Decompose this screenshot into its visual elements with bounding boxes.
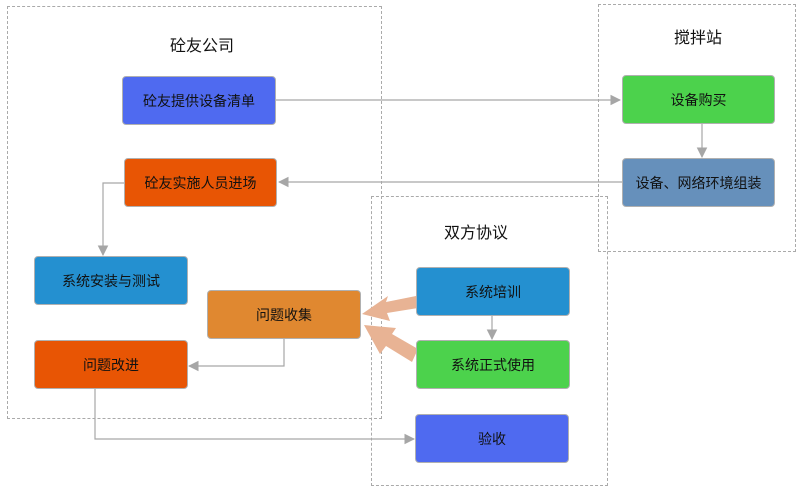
node-label: 设备购买 bbox=[670, 92, 727, 109]
node-label: 砼友提供设备清单 bbox=[143, 93, 255, 110]
node-label: 验收 bbox=[478, 431, 506, 448]
group-company bbox=[7, 6, 382, 419]
node-install-test[interactable]: 系统安装与测试 bbox=[34, 256, 188, 305]
feedback-arrow-use bbox=[364, 325, 418, 362]
node-collect-issues[interactable]: 问题收集 bbox=[207, 290, 361, 339]
group-agreement bbox=[371, 196, 608, 486]
node-provide-equipment-list[interactable]: 砼友提供设备清单 bbox=[122, 76, 276, 125]
edge-improve-to-acceptance bbox=[94, 389, 416, 445]
node-label: 设备、网络环境组装 bbox=[635, 175, 762, 192]
node-label: 问题改进 bbox=[83, 357, 139, 374]
group-station-title: 搅拌站 bbox=[673, 28, 722, 47]
group-station bbox=[598, 4, 796, 252]
node-equipment-purchase[interactable]: 设备购买 bbox=[622, 75, 775, 124]
node-acceptance[interactable]: 验收 bbox=[415, 414, 569, 463]
node-assembly[interactable]: 设备、网络环境组装 bbox=[622, 158, 775, 207]
node-label: 砼友实施人员进场 bbox=[144, 175, 257, 192]
node-improve-issues[interactable]: 问题改进 bbox=[34, 340, 188, 389]
node-label: 系统安装与测试 bbox=[62, 273, 160, 290]
node-system-training[interactable]: 系统培训 bbox=[416, 267, 570, 316]
edge-entry-to-install bbox=[97, 182, 124, 257]
node-label: 问题收集 bbox=[256, 307, 312, 324]
node-staff-entry[interactable]: 砼友实施人员进场 bbox=[124, 158, 277, 207]
node-label: 系统正式使用 bbox=[451, 357, 535, 374]
group-agreement-title: 双方协议 bbox=[443, 223, 508, 242]
edge-collect-to-improve bbox=[187, 339, 285, 372]
node-formal-use[interactable]: 系统正式使用 bbox=[416, 340, 570, 389]
node-label: 系统培训 bbox=[465, 284, 521, 301]
feedback-arrow-training bbox=[362, 296, 418, 321]
group-company-title: 砼友公司 bbox=[169, 36, 234, 55]
